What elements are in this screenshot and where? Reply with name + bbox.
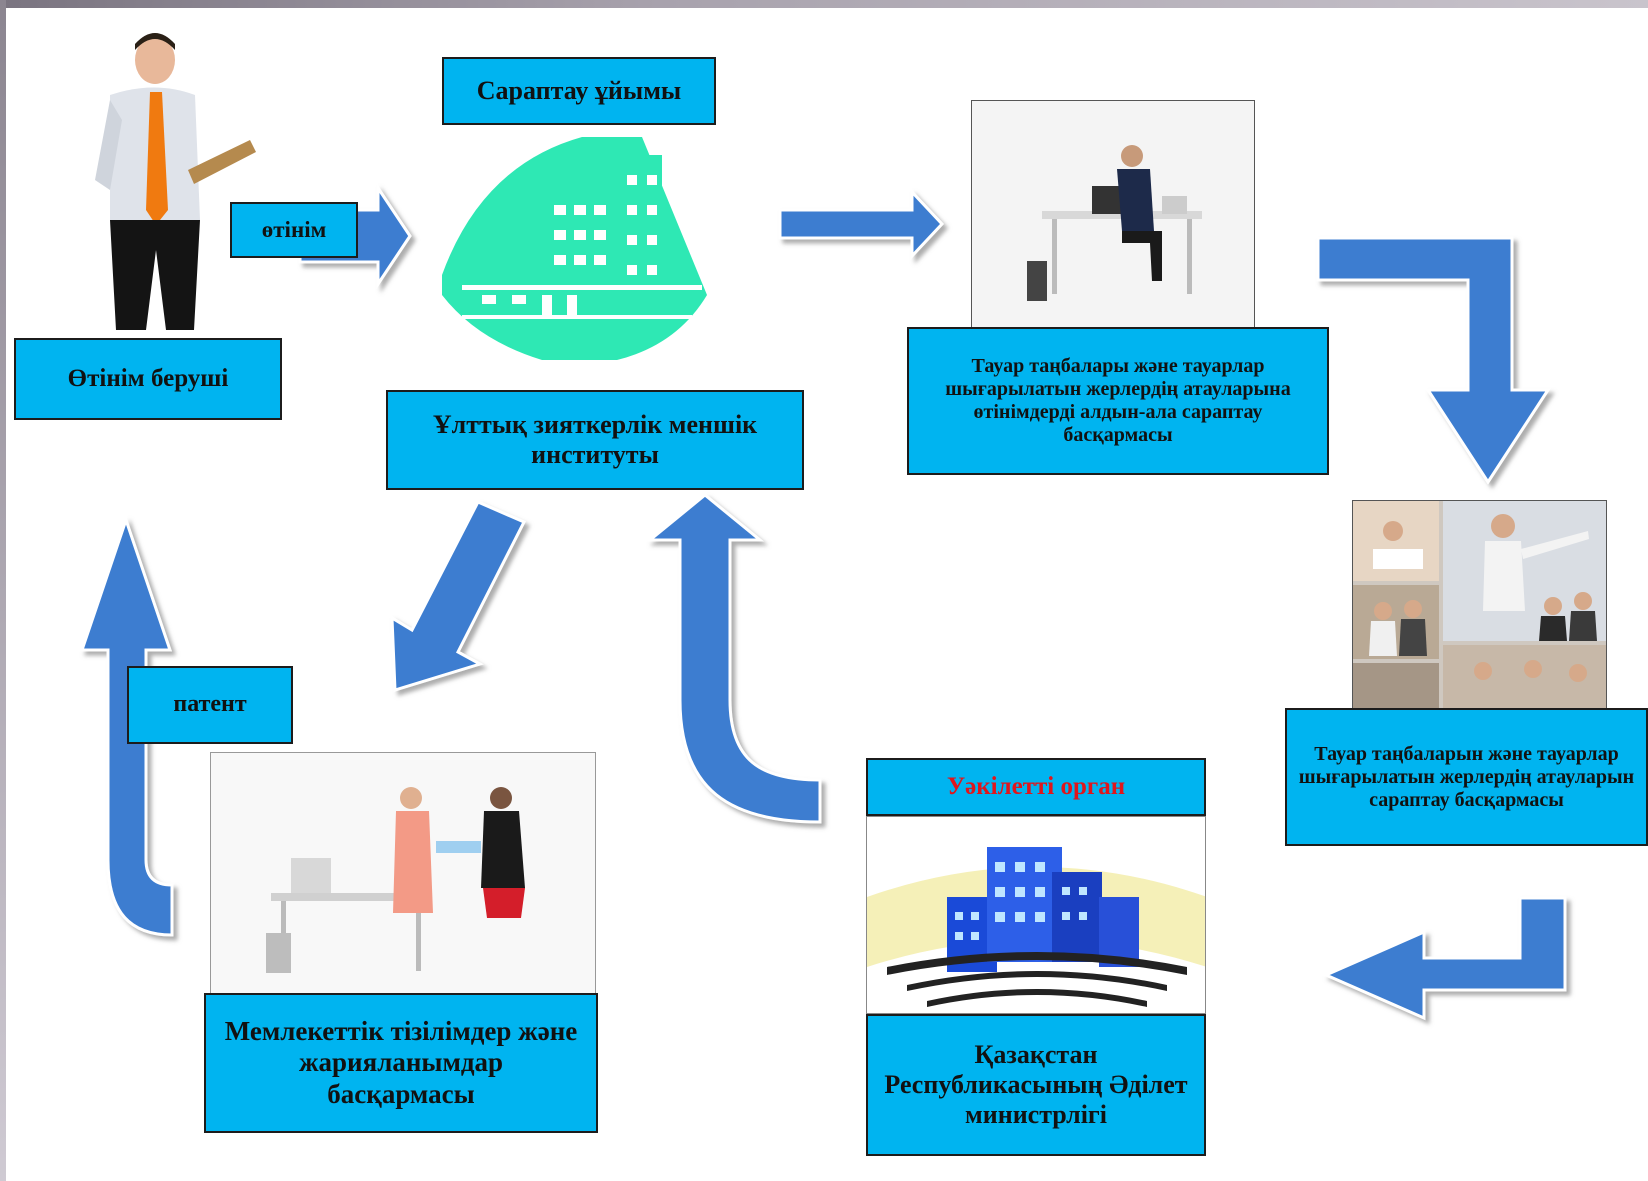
arrow-back-to-institute <box>645 493 822 824</box>
buildings-logo-icon <box>866 816 1206 1014</box>
businessman-clipboard-icon <box>95 33 256 330</box>
institute-box: Ұлттық зияткерлік меншік институты <box>386 390 804 490</box>
arrow-to-exam-elbow <box>1316 236 1551 485</box>
slide-left-border <box>0 0 6 1181</box>
slide-top-border <box>0 0 1648 8</box>
prelim-exam-label: Тауар таңбалары және тауарлар шығарылаты… <box>945 355 1291 446</box>
ministry-label: Қазақстан Республикасының Әділет министр… <box>884 1040 1188 1129</box>
expert-org-box: Сараптау ұйымы <box>442 57 716 125</box>
office-worker-desk-icon <box>971 100 1255 332</box>
application-label: өтінім <box>261 216 327 242</box>
applicant-box: Өтінім беруші <box>14 338 282 420</box>
expert-org-label: Сараптау ұйымы <box>476 76 682 106</box>
prelim-exam-box: Тауар таңбалары және тауарлар шығарылаты… <box>907 327 1329 475</box>
exam-label: Тауар таңбаларын және тауарлар шығарылат… <box>1298 742 1635 811</box>
authorized-body-label: Уәкілетті орган <box>946 772 1126 800</box>
arrow-to-registries <box>390 500 527 693</box>
applicant-label: Өтінім беруші <box>67 364 229 392</box>
authorized-body-box: Уәкілетті орган <box>866 758 1206 816</box>
arrow-to-ministry-elbow <box>1322 896 1567 1021</box>
patent-label: патент <box>173 691 247 718</box>
exam-box: Тауар таңбаларын және тауарлар шығарылат… <box>1285 708 1648 846</box>
meeting-collage-icon <box>1352 500 1607 710</box>
institute-label: Ұлттық зияткерлік меншік институты <box>432 410 758 469</box>
registries-box: Мемлекеттік тізілімдер және жарияланымда… <box>204 993 598 1133</box>
ministry-box: Қазақстан Республикасының Әділет министр… <box>866 1014 1206 1156</box>
handover-office-icon <box>210 752 596 994</box>
arrow-to-prelim-exam <box>778 188 945 260</box>
building-logo-icon <box>442 137 707 360</box>
application-box: өтінім <box>230 202 358 258</box>
patent-box: патент <box>127 666 293 744</box>
registries-label: Мемлекеттік тізілімдер және жарияланымда… <box>224 1016 578 1109</box>
